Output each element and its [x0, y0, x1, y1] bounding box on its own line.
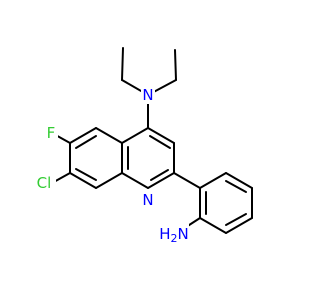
- chlorine-atom: Cl: [32, 174, 56, 192]
- bond-c8-c8a: [95, 172, 123, 189]
- bond-c7-c8: [69, 172, 97, 189]
- bond-ch2-ch3-left: [121, 47, 124, 81]
- bond-ph5-ph6: [199, 217, 227, 234]
- atom-label-layer: N N F Cl H2N: [32, 86, 189, 245]
- bond-ph4-ph5: [225, 217, 253, 234]
- bond-n1-c8a: [121, 172, 149, 189]
- bond-ch2-ch3-right: [174, 49, 177, 81]
- amine-nitrogen: N: [141, 86, 155, 104]
- bond-c2-n1-inner: [150, 169, 169, 181]
- fluorine-atom: F: [44, 124, 58, 142]
- bond-ph1-ph2: [199, 172, 227, 189]
- bond-c4a-c4: [121, 127, 149, 144]
- bond-c7-c8-inner: [75, 168, 97, 181]
- ring-nitrogen: N: [141, 191, 155, 209]
- bond-c5-c6-inner: [75, 135, 97, 149]
- bond-ph4-ph5-inner: [225, 213, 247, 226]
- amine-nitrogen-label: N: [142, 86, 153, 104]
- molecule-canvas: N N F Cl H2N: [32, 47, 253, 245]
- bond-c4-c3-inner: [149, 135, 171, 149]
- aniline-amino-group: H2N: [159, 224, 189, 245]
- bond-c2-phenyl: [173, 172, 201, 189]
- bond-ph2-ph3: [225, 172, 253, 189]
- ring-nitrogen-label: N: [142, 191, 153, 209]
- aniline-amino-label: H2N: [159, 225, 189, 245]
- bond-c5-c6: [69, 127, 97, 144]
- bond-ph2-ph3-inner: [225, 180, 247, 193]
- bond-c4-c3: [147, 127, 175, 144]
- bond-c2-n1: [147, 172, 175, 189]
- bond-c4a-c5: [95, 127, 123, 144]
- chlorine-label: Cl: [37, 174, 52, 192]
- fluorine-label: F: [47, 124, 56, 142]
